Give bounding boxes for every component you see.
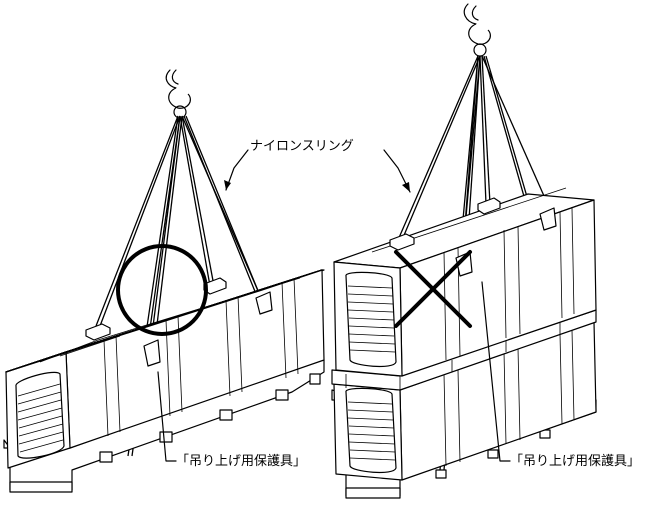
right-protectors: [389, 197, 557, 277]
left-pallet: [3, 359, 325, 493]
protector-callout-right: 「吊り上げ用保護具」: [481, 281, 640, 469]
left-lift-assembly: [3, 69, 325, 493]
left-protectors: [85, 277, 273, 367]
correct-circle-icon: [116, 244, 208, 336]
right-lift-assembly: [331, 3, 597, 499]
right-lower-crate: [331, 321, 597, 499]
protector-label-right: 「吊り上げ用保護具」: [510, 453, 640, 469]
left-crane-hook-icon: [165, 69, 191, 119]
left-crate: [5, 269, 325, 469]
sling-label: ナイロンスリング: [250, 139, 354, 154]
sling-callout: ナイロンスリング: [224, 139, 411, 193]
right-crane-hook-icon: [463, 3, 491, 57]
protector-callout-left: 「吊り上げ用保護具」: [157, 371, 306, 469]
wrong-cross-icon: [394, 250, 472, 328]
protector-label-left: 「吊り上げ用保護具」: [176, 453, 306, 469]
